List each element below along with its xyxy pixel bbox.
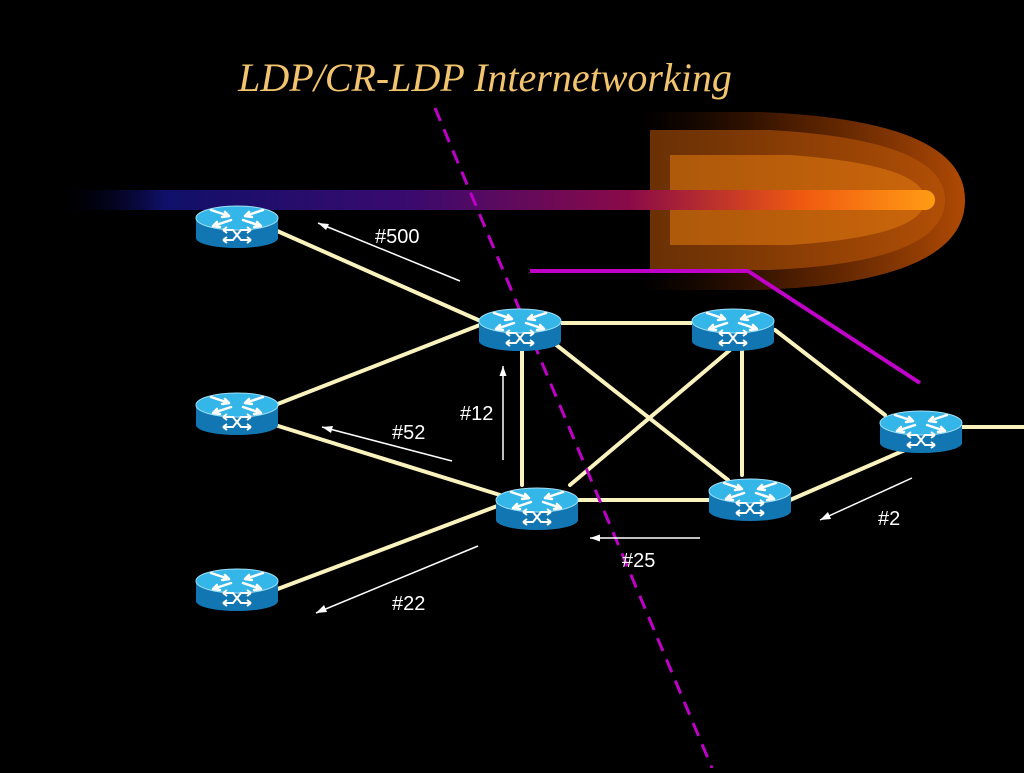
router-icon[interactable] (195, 392, 279, 435)
router-icon[interactable] (195, 205, 279, 248)
link-r7-r8 (788, 448, 907, 502)
router-icon[interactable] (708, 478, 792, 521)
routers (195, 205, 963, 611)
link-r4-r7 (548, 338, 730, 482)
label-25: #25 (622, 550, 655, 572)
arrow-2-head (820, 512, 831, 520)
router-icon[interactable] (691, 308, 775, 351)
arrow-500-head (318, 223, 329, 230)
label-22: #22 (392, 593, 425, 615)
arrow-2 (819, 477, 913, 521)
link-r1-r4 (273, 228, 487, 325)
link-r2-r4 (273, 321, 487, 407)
domain-boundary (433, 107, 714, 769)
label-12: #12 (460, 403, 493, 425)
link-r2-r5 (273, 423, 502, 497)
link-r6-r8 (773, 328, 887, 417)
arrow-52 (321, 426, 453, 462)
label-arrows (315, 222, 913, 614)
cr-ldp-path (530, 269, 922, 385)
arrow-22-head (316, 605, 327, 613)
links (273, 228, 1024, 592)
comet-graphic (60, 112, 965, 290)
label-52: #52 (392, 422, 425, 444)
arrow-12-head (499, 366, 507, 376)
router-icon[interactable] (495, 487, 579, 530)
comet-beam (60, 190, 935, 210)
labels: #500 #52 #12 #22 #25 #2 (375, 226, 900, 615)
slide-title: LDP/CR-LDP Internetworking (238, 55, 732, 100)
router-icon[interactable] (478, 308, 562, 351)
router-icon[interactable] (195, 568, 279, 611)
router-icon[interactable] (879, 410, 963, 453)
arrow-22 (315, 545, 479, 614)
arrow-25-head (590, 534, 600, 542)
link-r5-r6 (568, 348, 732, 487)
arrow-52-head (322, 426, 333, 433)
arrow-500 (317, 222, 461, 282)
label-500: #500 (375, 226, 420, 248)
label-2: #2 (878, 508, 900, 530)
link-r3-r5 (273, 503, 502, 592)
